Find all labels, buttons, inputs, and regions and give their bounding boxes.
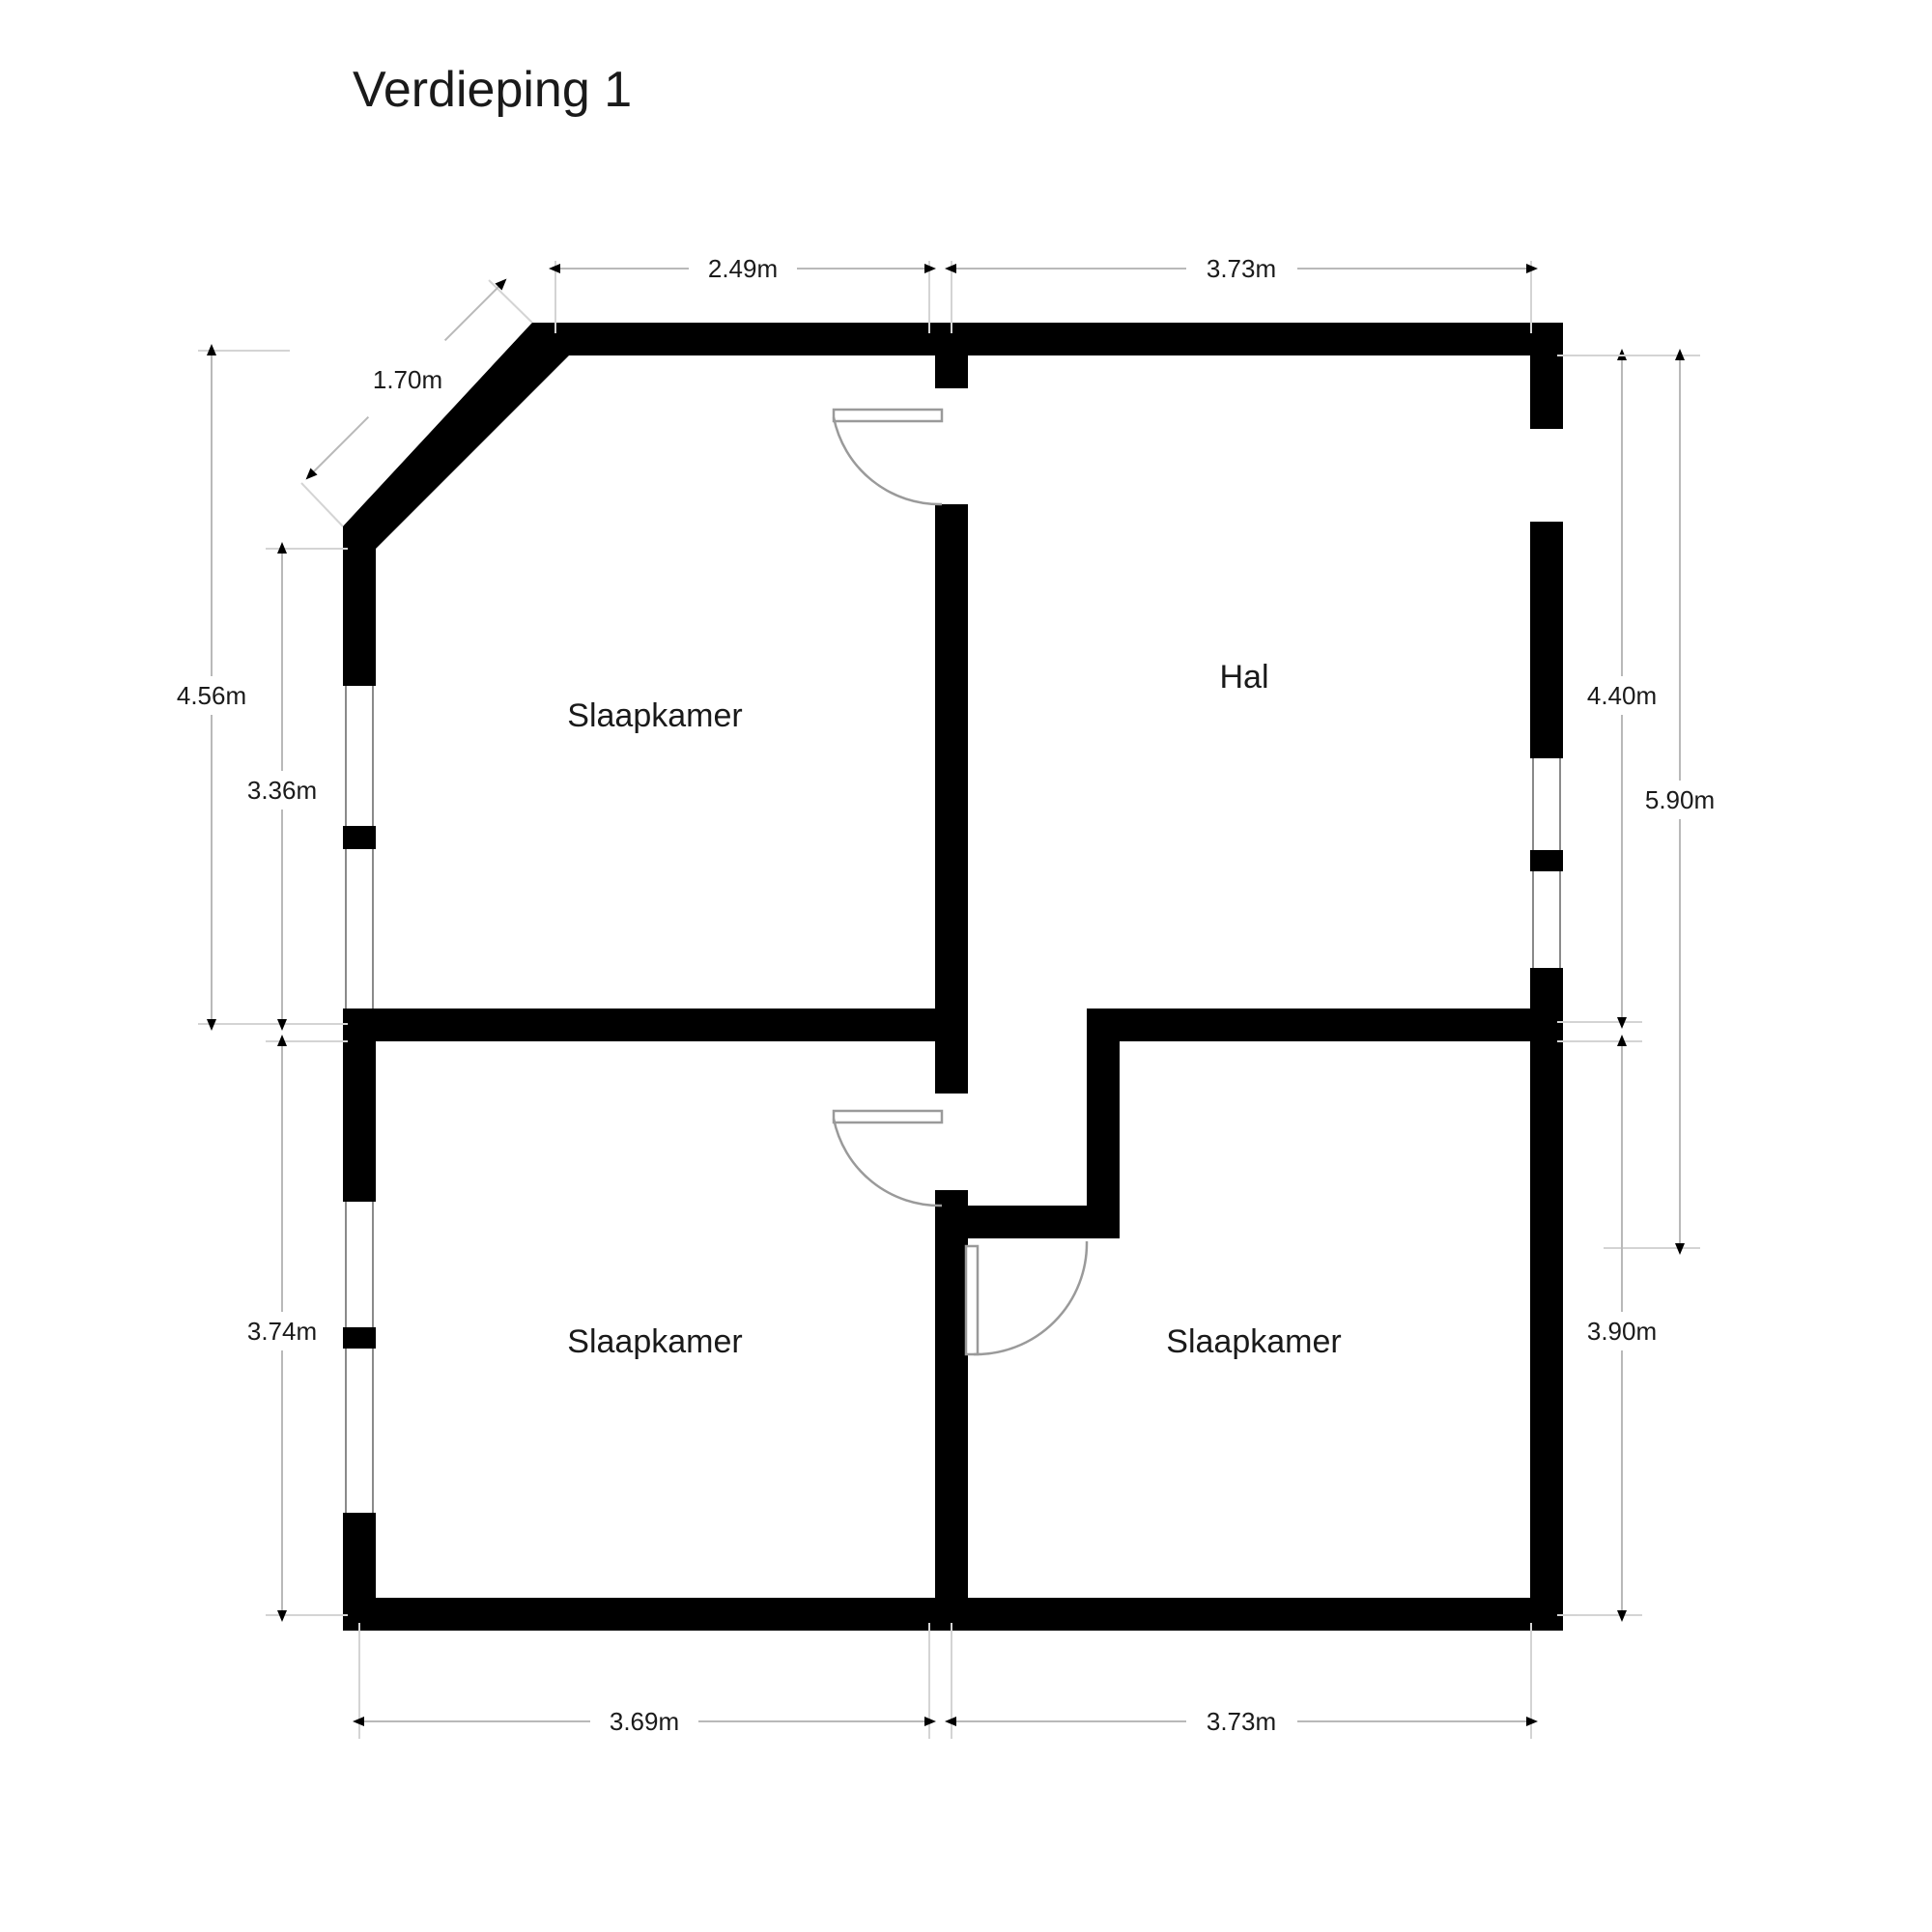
dim-left-outer-label: 4.56m [177, 681, 246, 710]
wall-right-upper-b [1530, 522, 1563, 758]
dim-bottom-left-label: 3.69m [610, 1707, 679, 1736]
wall-left-c [343, 1513, 376, 1631]
wall-center-lower [935, 1190, 968, 1631]
window-left-upper-1 [343, 686, 376, 831]
dim-bottom-right-label: 3.73m [1207, 1707, 1276, 1736]
wall-right-upper-a [1530, 323, 1563, 429]
door-middle-leaf [832, 1109, 944, 1124]
dim-top-left-label: 2.49m [708, 254, 778, 283]
wall-center-top-stub [935, 323, 968, 388]
window-right-upper-2 [1530, 871, 1563, 968]
dim-left-lower-label: 3.74m [247, 1317, 317, 1346]
door-top-leaf [832, 408, 944, 423]
dim-top-right-label: 3.73m [1207, 254, 1276, 283]
dim-right-inner-label: 4.40m [1587, 681, 1657, 710]
window-left-lower-1 [343, 1202, 376, 1332]
door-right-arc [973, 1240, 1089, 1356]
window-left-lower-2 [343, 1349, 376, 1513]
room-labels: Slaapkamer Hal Slaapkamer Slaapkamer [567, 659, 1341, 1360]
dimensions-left: 4.56m 3.36m 3.74m [157, 344, 348, 1622]
door-group [832, 408, 1089, 1356]
wall-right-upper-c [1530, 968, 1563, 1016]
room-label-bedroom-bottom-right: Slaapkamer [1166, 1323, 1341, 1360]
wall-group [343, 323, 1563, 1631]
room-label-hall: Hal [1219, 659, 1268, 696]
dimensions-right: 4.40m 5.90m 3.90m [1557, 349, 1734, 1622]
room-label-bedroom-bottom-left: Slaapkamer [567, 1323, 742, 1360]
page-title: Verdieping 1 [353, 62, 632, 118]
door-right-leaf [964, 1244, 980, 1356]
wall-center-upper [935, 504, 968, 1094]
dim-right-outer-label: 5.90m [1645, 785, 1715, 814]
room-label-bedroom-top-left: Slaapkamer [567, 697, 742, 734]
dimensions-bottom: 3.69m 3.73m [353, 1623, 1538, 1741]
door-middle-arc [832, 1118, 943, 1208]
dim-left-inner-label: 3.36m [247, 776, 317, 805]
wall-right-divider [1087, 1009, 1563, 1041]
wall-hall-jog-vertical [1087, 1009, 1120, 1238]
wall-top [555, 323, 1563, 355]
wall-left-mullion-1 [343, 826, 376, 849]
window-left-upper-2 [343, 849, 376, 1009]
wall-right-mullion [1530, 850, 1563, 871]
window-right-upper [1530, 758, 1563, 865]
door-top-arc [832, 416, 943, 506]
dimensions-diagonal: 1.70m [300, 278, 533, 527]
wall-right-lower [1530, 1016, 1563, 1631]
wall-left-a [343, 526, 376, 686]
dimensions-top: 2.49m 3.73m [549, 249, 1538, 333]
dim-right-lower-label: 3.90m [1587, 1317, 1657, 1346]
wall-left-mullion-2 [343, 1327, 376, 1349]
wall-hall-jog-horizontal [935, 1206, 1120, 1238]
dim-diagonal-label: 1.70m [373, 365, 442, 394]
wall-left-divider [343, 1009, 968, 1041]
